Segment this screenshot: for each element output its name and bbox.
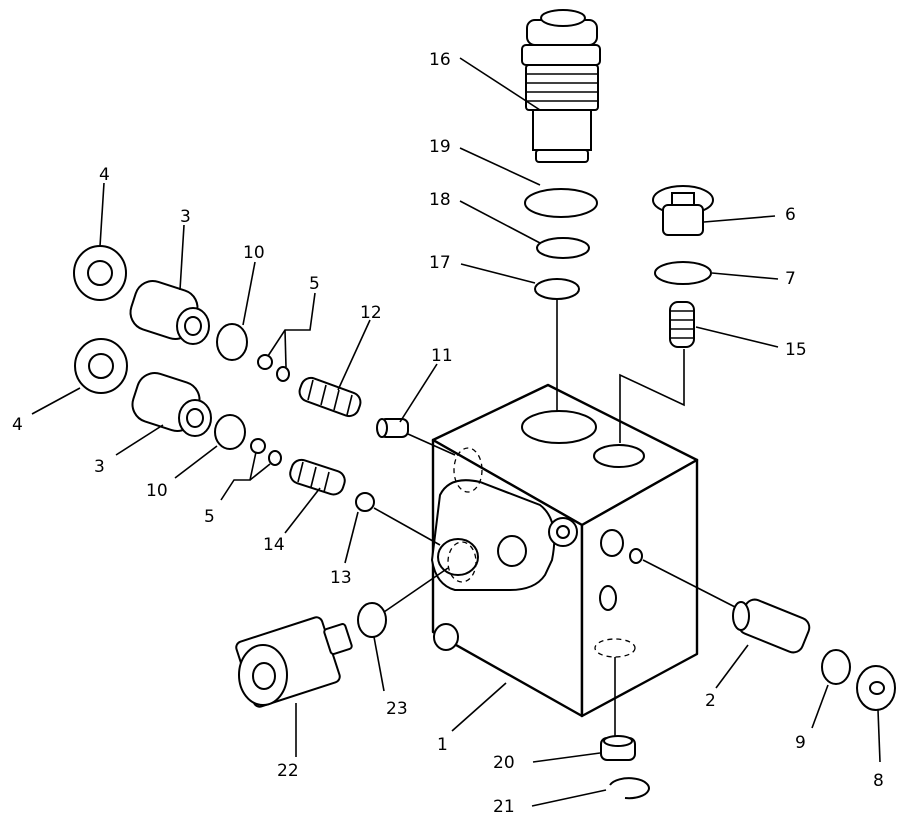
callout-4-lower: 4 bbox=[12, 415, 23, 435]
cap-8 bbox=[856, 665, 896, 711]
callout-3-upper: 3 bbox=[180, 207, 191, 227]
adjuster-3-lower bbox=[131, 372, 212, 437]
callout-2: 2 bbox=[705, 691, 716, 711]
check-valve-2 bbox=[732, 598, 811, 654]
callout-20: 20 bbox=[493, 753, 515, 773]
callout-22: 22 bbox=[277, 761, 299, 781]
callout-23: 23 bbox=[386, 699, 408, 719]
o-ring-10-upper bbox=[216, 323, 248, 361]
callout-5-lower: 5 bbox=[204, 507, 215, 527]
callout-labels: 16 19 18 17 6 7 15 4 3 10 5 12 11 4 3 10… bbox=[12, 50, 884, 817]
callout-14: 14 bbox=[263, 535, 285, 555]
washer-5-upper-a bbox=[257, 354, 273, 370]
o-ring-9 bbox=[821, 649, 851, 685]
o-ring-18 bbox=[536, 237, 590, 259]
callout-19: 19 bbox=[429, 137, 451, 157]
port-ball bbox=[629, 548, 643, 564]
callout-16: 16 bbox=[429, 50, 451, 70]
callout-21: 21 bbox=[493, 797, 515, 817]
callout-12: 12 bbox=[360, 303, 382, 323]
callout-10-upper: 10 bbox=[243, 243, 265, 263]
plug-22 bbox=[235, 616, 353, 708]
callout-6: 6 bbox=[785, 205, 796, 225]
callout-1: 1 bbox=[437, 735, 448, 755]
callout-15: 15 bbox=[785, 340, 807, 360]
callout-8: 8 bbox=[873, 771, 884, 791]
callout-18: 18 bbox=[429, 190, 451, 210]
nut-4-upper bbox=[73, 245, 127, 301]
o-ring-17 bbox=[534, 278, 580, 300]
callout-9: 9 bbox=[795, 733, 806, 753]
callout-11: 11 bbox=[431, 346, 453, 366]
cartridge-valve bbox=[521, 9, 601, 163]
spring-14 bbox=[289, 458, 346, 496]
callout-13: 13 bbox=[330, 568, 352, 588]
o-ring-19 bbox=[524, 188, 598, 218]
spring-15 bbox=[669, 301, 695, 348]
snap-ring-21 bbox=[609, 777, 650, 800]
ball-13 bbox=[355, 492, 375, 512]
callout-17: 17 bbox=[429, 253, 451, 273]
o-ring-10-lower bbox=[214, 414, 246, 450]
washer-5-lower-a bbox=[250, 438, 266, 454]
callout-5-upper: 5 bbox=[309, 274, 320, 294]
o-ring-23 bbox=[357, 602, 387, 638]
callout-4-upper: 4 bbox=[99, 165, 110, 185]
leader-lines bbox=[31, 57, 881, 807]
washer-5-upper-b bbox=[276, 366, 290, 382]
plug-6 bbox=[652, 185, 714, 236]
o-ring-7 bbox=[654, 261, 712, 285]
bushing-20 bbox=[600, 735, 636, 761]
poppet-11 bbox=[376, 418, 409, 438]
washer-5-lower-b bbox=[268, 450, 282, 466]
spring-12 bbox=[298, 376, 362, 418]
adjuster-3-upper bbox=[129, 280, 210, 345]
callout-3-lower: 3 bbox=[94, 457, 105, 477]
callout-10-lower: 10 bbox=[146, 481, 168, 501]
nut-4-lower bbox=[74, 338, 128, 394]
callout-7: 7 bbox=[785, 269, 796, 289]
valve-block bbox=[430, 383, 699, 718]
